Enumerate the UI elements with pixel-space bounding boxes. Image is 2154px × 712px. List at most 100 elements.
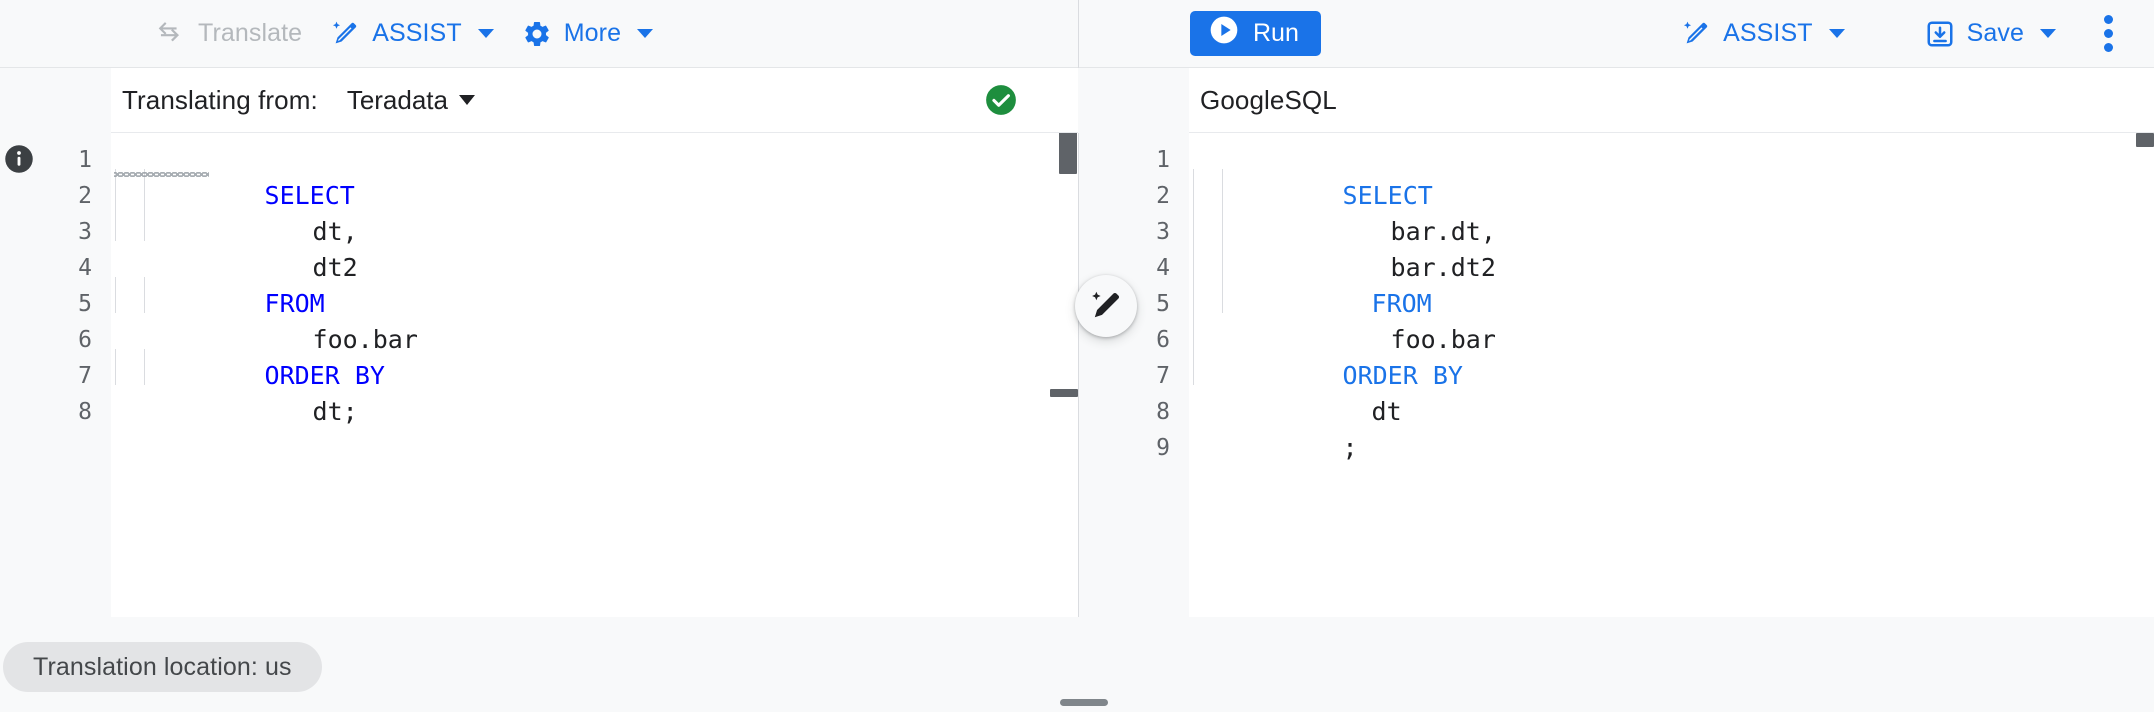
target-line-number: 5 xyxy=(1156,291,1170,317)
code-line: FROM xyxy=(111,250,1078,318)
target-vertical-scrollbar-thumb[interactable] xyxy=(2136,133,2154,147)
code-line: bar.dt2 xyxy=(1189,214,2154,282)
indent-guide xyxy=(115,169,116,241)
indent-guide xyxy=(1193,169,1194,349)
source-line-number: 2 xyxy=(78,183,92,209)
run-button-label: Run xyxy=(1253,19,1299,47)
sql-keyword: SELECT xyxy=(1342,181,1433,210)
code-text: bar.dt2 xyxy=(1390,253,1496,282)
warning-squiggle xyxy=(114,172,209,177)
resize-drag-handle[interactable] xyxy=(1060,699,1108,706)
run-button[interactable]: Run xyxy=(1190,11,1321,56)
footer: Translation location: us xyxy=(0,617,2154,712)
target-panel-header: GoogleSQL xyxy=(1079,68,2154,133)
info-icon[interactable] xyxy=(4,144,34,174)
indent-guide xyxy=(144,169,145,241)
code-line xyxy=(1189,430,2154,466)
target-dialect-label: GoogleSQL xyxy=(1200,84,1337,115)
play-icon xyxy=(1208,14,1240,53)
more-button-label: More xyxy=(563,19,622,47)
assist-button-right-label: ASSIST xyxy=(1723,19,1813,47)
source-code-content[interactable]: SELECT dt, dt2 FROM foo.bar ORDER BY xyxy=(111,133,1078,617)
code-line: ; xyxy=(1189,394,2154,462)
target-editor-panel[interactable]: 1 2 3 4 5 6 7 8 9 SELECT bar.dt, xyxy=(1079,133,2154,617)
indent-guide xyxy=(144,277,145,313)
source-editor-panel[interactable]: 1 2 3 4 5 6 7 8 SELECT xyxy=(0,133,1078,617)
source-line-number: 4 xyxy=(78,255,92,281)
code-line: dt; xyxy=(111,358,1078,426)
source-panel-header: Translating from: Teradata xyxy=(0,68,1078,133)
gear-icon xyxy=(522,19,552,49)
indent-guide xyxy=(115,277,116,313)
kebab-menu-icon[interactable] xyxy=(2084,10,2132,58)
code-text: foo.bar xyxy=(312,325,418,354)
more-button[interactable]: More xyxy=(508,11,667,57)
target-line-number: 6 xyxy=(1156,327,1170,353)
chevron-down-icon xyxy=(477,29,494,38)
code-line: foo.bar xyxy=(1189,286,2154,354)
source-gutter: 1 2 3 4 5 6 7 8 xyxy=(0,133,111,617)
save-button-label: Save xyxy=(1966,19,2024,47)
editor-split-divider[interactable] xyxy=(1078,133,1079,617)
source-dialect-value: Teradata xyxy=(346,84,448,115)
code-line: SELECT xyxy=(111,142,1078,210)
code-text: dt2 xyxy=(312,253,358,282)
toolbar-divider xyxy=(1078,0,1079,68)
translation-status-badge xyxy=(984,83,1018,117)
translate-button-label: Translate xyxy=(198,19,303,47)
target-line-number: 2 xyxy=(1156,183,1170,209)
indent-guide xyxy=(115,349,116,385)
panel-headers: Translating from: Teradata GoogleSQL xyxy=(0,68,2154,133)
target-line-number: 1 xyxy=(1156,147,1170,173)
magic-wand-icon xyxy=(330,19,360,49)
indent-guide xyxy=(1222,169,1223,313)
source-vertical-scrollbar-thumb[interactable] xyxy=(1059,133,1077,174)
translation-location-chip[interactable]: Translation location: us xyxy=(3,642,322,692)
code-line: dt, xyxy=(111,178,1078,246)
translate-button[interactable]: Translate xyxy=(142,11,316,57)
code-text: ; xyxy=(1342,433,1358,462)
chevron-down-icon xyxy=(459,95,475,105)
code-text: dt xyxy=(1371,397,1402,426)
save-download-icon xyxy=(1925,19,1955,49)
target-line-number: 4 xyxy=(1156,255,1170,281)
code-text: foo.bar xyxy=(1390,325,1496,354)
source-line-number: 7 xyxy=(78,363,92,389)
magic-wand-icon xyxy=(1681,19,1711,49)
magic-wand-icon xyxy=(1092,291,1120,318)
translating-from-label: Translating from: xyxy=(122,84,318,115)
chevron-down-icon xyxy=(637,29,654,38)
target-line-number: 8 xyxy=(1156,399,1170,425)
target-gutter: 1 2 3 4 5 6 7 8 9 xyxy=(1079,133,1189,617)
code-text: dt; xyxy=(312,397,358,426)
sql-keyword: ORDER BY xyxy=(264,361,385,390)
code-text: dt, xyxy=(312,217,358,246)
source-line-number: 8 xyxy=(78,399,92,425)
sql-keyword: FROM xyxy=(264,289,325,318)
target-line-number: 9 xyxy=(1156,435,1170,461)
assist-button-left[interactable]: ASSIST xyxy=(316,11,508,57)
source-dialect-select[interactable]: Teradata xyxy=(341,81,481,120)
translate-swap-icon xyxy=(156,19,186,49)
sql-keyword: ORDER BY xyxy=(1342,361,1463,390)
chevron-down-icon xyxy=(1828,29,1845,38)
target-line-number: 3 xyxy=(1156,219,1170,245)
save-button[interactable]: Save xyxy=(1911,11,2070,57)
assist-button-left-label: ASSIST xyxy=(372,19,462,47)
assist-button-right[interactable]: ASSIST xyxy=(1667,11,1859,57)
code-line: ORDER BY xyxy=(1189,322,2154,390)
code-line: dt2 xyxy=(111,214,1078,282)
code-line xyxy=(111,394,1078,430)
source-line-number: 3 xyxy=(78,219,92,245)
code-line: foo.bar xyxy=(111,286,1078,354)
target-code-content[interactable]: SELECT bar.dt, bar.dt2 FROM foo.bar ORDE… xyxy=(1189,133,2154,617)
sql-keyword: FROM xyxy=(1371,289,1432,318)
toolbar-right-group: Run ASSIST xyxy=(1079,0,2154,67)
source-line-number: 6 xyxy=(78,327,92,353)
source-line-number: 1 xyxy=(78,147,92,173)
source-horizontal-scrollbar-thumb[interactable] xyxy=(1050,389,1078,397)
code-text: bar.dt, xyxy=(1390,217,1496,246)
assist-fab-button[interactable] xyxy=(1075,275,1137,337)
indent-guide xyxy=(144,349,145,385)
code-line: ORDER BY xyxy=(111,322,1078,390)
